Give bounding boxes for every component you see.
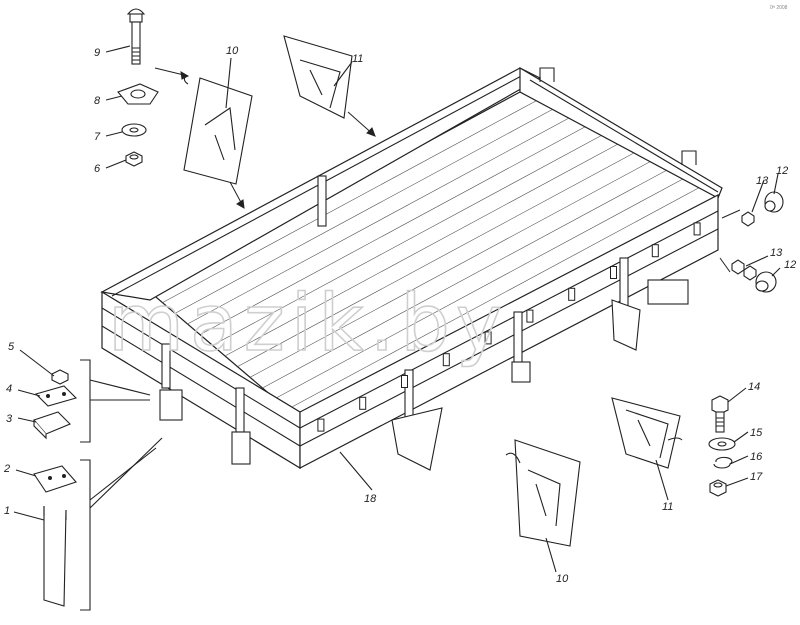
floor-plank [249,160,653,378]
mudflap-under-body [391,299,641,471]
washer-7 [121,123,147,137]
frame-bracket [231,431,251,465]
hinge [484,331,492,345]
cap-12-upper [764,191,784,213]
plate-2 [33,465,77,493]
floor-plank [287,186,702,410]
callout-1: 1 [4,505,10,517]
nut-6 [125,151,143,167]
hinge [401,375,408,388]
callout-13-lower: 13 [770,247,783,259]
nut-5 [51,369,69,385]
nut-13-upper [741,211,755,227]
frame-bracket [647,279,689,305]
mudflap-bottom-right [611,397,683,469]
floor-plank [174,108,554,314]
floor-plank [224,143,620,357]
floor-plank [274,177,686,399]
watermark-text: mazik.by [108,279,508,369]
callout-14: 14 [748,381,760,393]
frame-bracket [511,361,531,383]
callout-18: 18 [364,493,377,505]
bolt-14 [711,395,729,433]
bolt-9 [126,8,146,65]
callout-numbers: 9 8 7 6 10 11 5 4 3 2 1 13 12 13 12 14 1… [3,45,796,585]
floor-plank [187,117,570,325]
floor-plank [212,134,603,346]
spacer-8 [117,83,159,105]
hinge [610,266,617,279]
callout-10-bottom: 10 [556,573,569,585]
callout-3: 3 [6,413,13,425]
floor-plank [262,168,669,389]
callout-7: 7 [94,131,101,143]
spring-washer-16 [713,456,733,469]
callout-12-upper: 12 [776,165,788,177]
callout-11-top: 11 [352,53,363,65]
corner-mark: 0ᴴ 2008 [770,5,788,11]
callout-6: 6 [94,163,101,175]
hinge [568,287,576,301]
u-bolt-1 [43,506,67,607]
side-hinges [317,222,701,432]
callout-5: 5 [8,341,15,353]
hinge [317,418,325,432]
washer-15 [708,437,736,451]
hinge [359,396,367,410]
callout-10-top: 10 [226,45,239,57]
grab-handle [681,150,697,165]
nut-17 [709,479,727,497]
stake-post [161,343,171,389]
stake-post [317,175,327,227]
bracket-leaders [80,359,163,611]
callout-16: 16 [750,451,763,463]
mudflap-bottom-center [505,439,581,547]
hinge [693,222,701,236]
callout-17: 17 [750,471,763,483]
mudflap-top-center [283,35,353,119]
callout-leaders [13,45,781,573]
hinge [651,244,659,258]
callout-15: 15 [750,427,763,439]
callout-2: 2 [3,463,10,475]
cargo-platform [100,66,723,470]
nut-13-lower [731,259,757,281]
assembly-arrows [154,67,741,273]
callout-9: 9 [94,47,100,59]
callout-4: 4 [6,383,12,395]
plate-4 [34,385,78,407]
callout-13-upper: 13 [756,175,769,187]
stake-post [235,387,245,433]
callout-8: 8 [94,95,101,107]
floor-planks [162,100,702,410]
stake-post [619,257,629,307]
callout-11-right: 11 [662,501,673,513]
frame-bracket [159,389,183,421]
floor-plank [162,100,537,303]
floor-plank [199,126,587,335]
floor-plank [237,151,636,367]
callout-12-lower: 12 [784,259,796,271]
cap-12-lower [755,271,777,293]
hinge [526,309,534,323]
grab-handle [539,67,555,82]
hinge [442,353,450,367]
mudflap-top-left [183,75,253,185]
pad-3 [33,411,71,440]
